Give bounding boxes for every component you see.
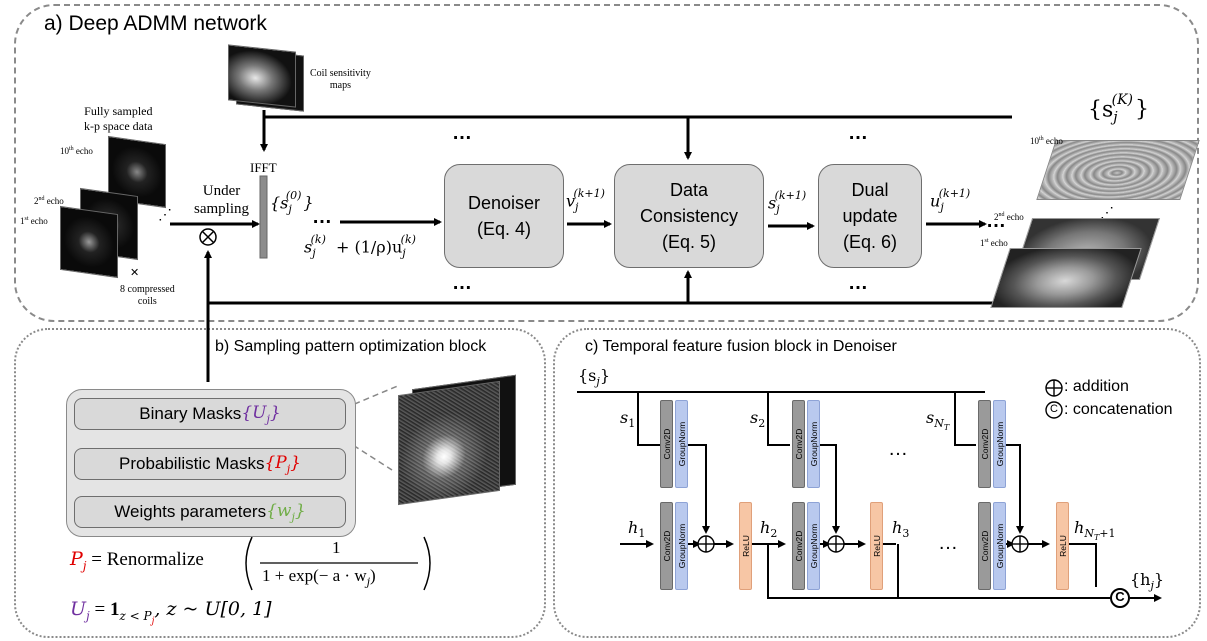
coil-map-slice: [228, 44, 296, 108]
out-echo2-label: 2nd echo: [994, 212, 1024, 222]
ellipsis-1: …: [312, 206, 332, 228]
conv2d-bar-top-1: Conv2D: [660, 400, 673, 488]
ellipsis-bottom-1: …: [452, 272, 472, 294]
relu-bar-2: ReLU: [870, 502, 883, 590]
ifft-label: IFFT: [250, 160, 277, 175]
legend-concatenation: : concatenation: [1064, 401, 1173, 418]
relu-bar-3: ReLU: [1056, 502, 1069, 590]
mask-slice-front: [398, 380, 500, 506]
s0-label: {sj(0)}: [270, 189, 314, 216]
echo-1-label: 1st echo: [20, 216, 48, 226]
out-echo1-label: 1st echo: [980, 238, 1008, 248]
conv2d-bar-bottom-1: Conv2D: [660, 502, 673, 590]
panel-c-title: c) Temporal feature fusion block in Deno…: [585, 338, 897, 355]
h3-label: h3: [892, 518, 910, 541]
out-echo10-label: 10th echo: [1030, 136, 1063, 146]
groupnorm-bar-bottom-3: GroupNorm: [993, 502, 1006, 590]
groupnorm-bar-bottom-1: GroupNorm: [675, 502, 688, 590]
output-echo10-slice: [1036, 140, 1200, 200]
eq1-denominator: 1 + exp(− a · wj): [262, 566, 376, 589]
legend-addition: : addition: [1064, 378, 1129, 395]
echo-2-label: 2nd echo: [34, 196, 64, 206]
conv2d-bar-top-3: Conv2D: [978, 400, 991, 488]
eq1-numerator: 1: [332, 538, 341, 557]
probabilistic-masks-box: Probabilistic Masks {Pj}: [74, 448, 346, 480]
s2-label: s2: [750, 408, 766, 431]
s-next-label: sj(k+1): [768, 189, 807, 216]
v-label: vj(k+1): [566, 187, 605, 214]
hj-set-label: {hj}: [1130, 570, 1165, 593]
s1-label: s1: [620, 408, 636, 431]
output-stack-dots: ⋰: [1100, 204, 1114, 220]
prob-mask-equation: Pj = Renormalize: [70, 548, 204, 573]
sj-set-label: {sj}: [578, 366, 610, 389]
ellipsis-top-1: …: [452, 122, 472, 144]
relu-bar-1: ReLU: [739, 502, 752, 590]
sK-label: {sj(K)}: [1088, 92, 1150, 126]
h2-label: h2: [760, 518, 778, 541]
binary-mask-equation: Uj = 1z < Pj, z ~ U[0, 1]: [70, 598, 272, 627]
panel-b-title: b) Sampling pattern optimization block: [215, 338, 487, 355]
conv2d-bar-bottom-2: Conv2D: [792, 502, 805, 590]
panel-a-title: a) Deep ADMM network: [44, 12, 267, 35]
binary-masks-box: Binary Masks {Uj}: [74, 398, 346, 430]
ellipsis-top-2: …: [848, 122, 868, 144]
denoiser-box: Denoiser(Eq. 4): [444, 164, 564, 268]
sNT-label: sNT: [926, 408, 950, 433]
echo-10-label: 10th echo: [60, 146, 93, 156]
legend-cat-symbol: C: [1050, 403, 1058, 415]
stack-dots: ⋰: [158, 206, 172, 222]
concat-symbol: C: [1115, 589, 1125, 604]
weights-parameters-box: Weights parameters {wj}: [74, 496, 346, 528]
panel-b-frame: [14, 328, 546, 638]
groupnorm-bar-top-3: GroupNorm: [993, 400, 1006, 488]
conv2d-bar-bottom-3: Conv2D: [978, 502, 991, 590]
panel-c-dots-bottom: …: [938, 532, 958, 554]
u-next-label: uj(k+1): [930, 187, 971, 214]
panel-a-frame: [14, 4, 1199, 322]
h1-label: h1: [628, 518, 646, 541]
kspace-echo1-slice: [60, 205, 118, 279]
denoiser-input-expr: sj(k) + (1/ρ)uj(k): [304, 233, 416, 260]
ellipsis-bottom-2: …: [848, 272, 868, 294]
conv2d-bar-top-2: Conv2D: [792, 400, 805, 488]
groupnorm-bar-top-2: GroupNorm: [807, 400, 820, 488]
ellipsis-output: …: [986, 210, 1006, 232]
panel-c-frame: [553, 328, 1201, 638]
coil-cross-icon: ✕: [130, 267, 140, 279]
groupnorm-bar-bottom-2: GroupNorm: [807, 502, 820, 590]
groupnorm-bar-top-1: GroupNorm: [675, 400, 688, 488]
hN-label: hNT+1: [1074, 518, 1116, 543]
panel-c-dots-top: …: [888, 438, 908, 460]
output-echo1-slice: [990, 248, 1142, 308]
